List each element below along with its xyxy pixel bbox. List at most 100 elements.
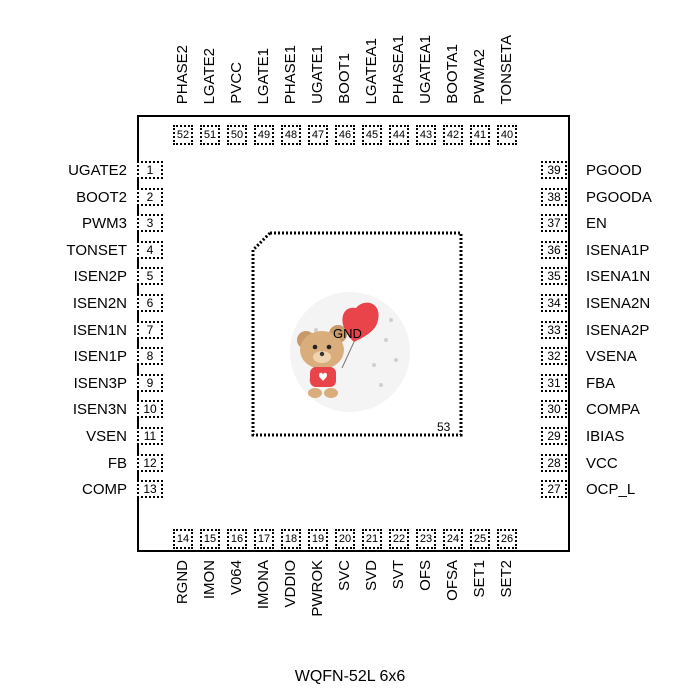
pin-pad-bottom: 25 <box>470 529 490 549</box>
pin-name-bottom: RGND <box>174 560 191 605</box>
pin-pad-bottom: 14 <box>173 529 193 549</box>
pin-name-left: BOOT2 <box>76 188 127 206</box>
pin-name-bottom: SVT <box>390 560 407 590</box>
pin-name-right: VCC <box>586 454 618 472</box>
pin-pad-top: 51 <box>200 125 220 145</box>
pin-pad-bottom: 23 <box>416 529 436 549</box>
pin-pad-bottom: 16 <box>227 529 247 549</box>
pin-name-bottom: SVC <box>336 560 353 591</box>
pin-pad-right: 38 <box>541 187 567 206</box>
pin-pad-right: 35 <box>541 267 567 286</box>
pin-name-top: LGATE2 <box>201 47 218 104</box>
pin-pad-right: 27 <box>541 480 567 499</box>
pin-pad-left: 8 <box>137 347 163 366</box>
pin-name-bottom: IMONA <box>255 560 272 610</box>
pin-pad-left: 1 <box>137 161 163 179</box>
pin-pad-top: 50 <box>227 125 247 145</box>
pin-name-bottom: SET2 <box>498 560 515 598</box>
pin-pad-top: 43 <box>416 125 436 145</box>
pin-name-bottom: PWROK <box>309 560 326 617</box>
pin-name-right: ISENA1N <box>586 268 651 286</box>
pin-name-bottom: SVD <box>363 560 380 591</box>
pin-pad-right: 30 <box>541 400 567 419</box>
pin-name-left: ISEN1N <box>72 321 127 339</box>
pin-name-right: ISENA2P <box>586 321 650 339</box>
pin-pad-left: 10 <box>137 400 163 419</box>
pin-name-right: FBA <box>586 374 616 392</box>
exposed-pad-label: GND <box>333 326 362 341</box>
pin-pad-top: 41 <box>470 125 490 145</box>
pin-pad-left: 9 <box>137 373 163 392</box>
pin-pad-right: 29 <box>541 427 567 445</box>
pin-name-bottom: V064 <box>228 560 245 596</box>
pin-name-bottom: SET1 <box>471 560 488 598</box>
pin-name-top: LGATEA1 <box>363 37 380 104</box>
pin-pad-bottom: 20 <box>335 529 355 549</box>
pin-name-right: COMPA <box>586 401 640 419</box>
pin-name-left: ISEN3P <box>73 374 127 392</box>
pin-name-top: BOOTA1 <box>444 44 461 104</box>
pin-pad-right: 33 <box>541 320 567 339</box>
pin-pad-top: 46 <box>335 125 355 145</box>
pin-pad-right: 32 <box>541 347 567 366</box>
pin-name-bottom: OFSA <box>444 560 461 601</box>
pin-pad-right: 37 <box>541 214 567 233</box>
pin-pad-bottom: 21 <box>362 529 382 549</box>
pin-pad-right: 28 <box>541 453 567 472</box>
pin-name-right: EN <box>586 215 607 233</box>
pin-name-right: VSENA <box>586 348 637 366</box>
pin-pad-left: 6 <box>137 294 163 312</box>
pin-name-top: PHASEA1 <box>390 34 407 104</box>
pin-name-top: PHASE2 <box>174 44 191 104</box>
pin-pad-top: 49 <box>254 125 274 145</box>
pin-name-top: LGATE1 <box>255 47 272 104</box>
pin-name-right: PGOODA <box>586 188 652 206</box>
pin-name-top: TONSETA <box>498 34 515 104</box>
pin-name-top: UGATE1 <box>309 45 326 104</box>
pin-pad-right: 31 <box>541 373 567 392</box>
pin-pad-top: 40 <box>497 125 517 145</box>
pin-name-top: PHASE1 <box>282 44 299 104</box>
pin-pad-bottom: 17 <box>254 529 274 549</box>
pin-pad-bottom: 24 <box>443 529 463 549</box>
pin-pad-top: 52 <box>173 125 193 145</box>
pin-name-bottom: OFS <box>417 560 434 591</box>
pin-pad-right: 34 <box>541 294 567 312</box>
pin-pad-bottom: 19 <box>308 529 328 549</box>
pin-name-right: PGOOD <box>586 162 642 179</box>
pin-pad-left: 13 <box>137 480 163 499</box>
pin-name-left: TONSET <box>66 241 127 259</box>
pin-pad-right: 39 <box>541 161 567 179</box>
pin-pad-right: 36 <box>541 240 567 259</box>
pin-pad-bottom: 18 <box>281 529 301 549</box>
pin-name-left: ISEN3N <box>72 401 127 419</box>
pin-name-right: ISENA1P <box>586 241 650 259</box>
pin-name-right: ISENA2N <box>586 295 651 312</box>
pin-name-left: PWM3 <box>82 215 127 233</box>
pin-pad-bottom: 15 <box>200 529 220 549</box>
pin-name-left: COMP <box>82 481 127 499</box>
pin-pad-left: 2 <box>137 187 163 206</box>
pin-name-left: ISEN1P <box>73 348 127 366</box>
pin-pad-left: 11 <box>137 427 163 445</box>
pin-pad-top: 48 <box>281 125 301 145</box>
pin-name-left: VSEN <box>86 428 127 445</box>
pin-name-left: ISEN2P <box>73 268 127 286</box>
pin-name-top: BOOT1 <box>336 53 353 104</box>
bear-mascot-image <box>290 292 410 412</box>
pin-name-top: PWMA2 <box>471 48 488 104</box>
pin-name-bottom: VDDIO <box>282 560 299 608</box>
pin-name-top: PVCC <box>228 62 245 104</box>
package-label: WQFN-52L 6x6 <box>294 668 406 685</box>
pin-pad-bottom: 26 <box>497 529 517 549</box>
pin-name-right: IBIAS <box>586 428 625 445</box>
pin-pad-left: 3 <box>137 214 163 233</box>
pin-name-left: ISEN2N <box>72 295 127 312</box>
pin-pad-top: 44 <box>389 125 409 145</box>
pin-name-bottom: IMON <box>201 560 218 600</box>
pin-name-top: UGATEA1 <box>417 35 434 104</box>
pin-pad-top: 47 <box>308 125 328 145</box>
pin-name-right: OCP_L <box>586 481 636 499</box>
pin-pad-left: 4 <box>137 240 163 259</box>
pin-pad-left: 5 <box>137 267 163 286</box>
